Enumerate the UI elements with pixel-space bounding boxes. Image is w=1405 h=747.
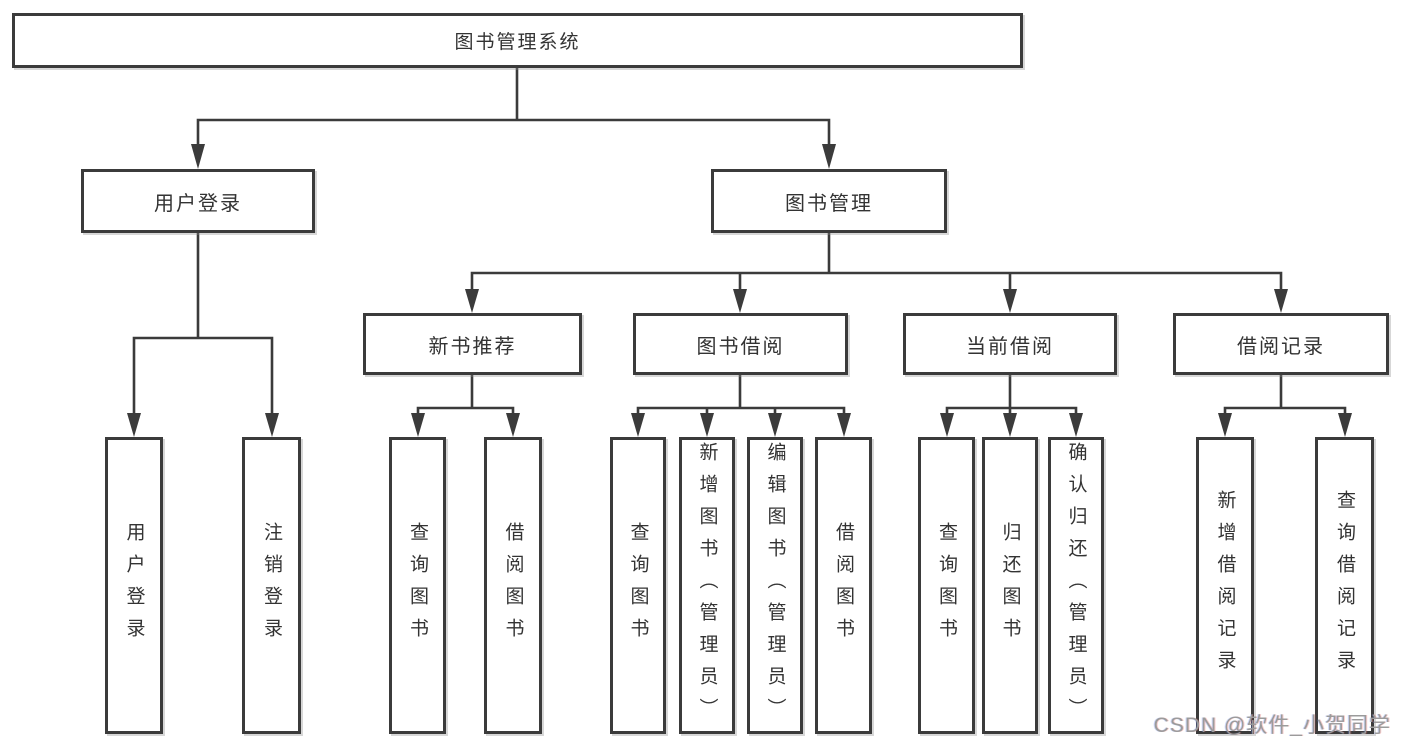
node-current-borrow: 当前借阅 — [903, 313, 1117, 375]
node-book-management: 图书管理 — [711, 169, 947, 233]
node-label: 编辑图书（管理员） — [764, 441, 786, 730]
leaf-return-books: 归还图书 — [982, 437, 1038, 734]
node-label: 图书管理系统 — [454, 32, 581, 53]
node-label: 借阅图书 — [833, 521, 854, 650]
node-label: 查询图书 — [627, 521, 649, 650]
node-new-book-recommend: 新书推荐 — [363, 313, 582, 375]
node-label: 当前借阅 — [966, 335, 1054, 358]
leaf-confirm-return-admin: 确认归还（管理员） — [1048, 437, 1104, 734]
leaf-query-borrow-record: 查询借阅记录 — [1315, 437, 1374, 734]
leaf-add-books-admin: 新增图书（管理员） — [679, 437, 735, 734]
leaf-user-login: 用户登录 — [105, 437, 163, 734]
leaf-borrow-books: 借阅图书 — [815, 437, 872, 734]
leaf-current-query-books: 查询图书 — [918, 437, 975, 734]
node-label: 查询图书 — [936, 521, 957, 650]
csdn-watermark: CSDN @软件_小贺同学 — [1153, 714, 1391, 737]
node-label: 图书管理 — [785, 192, 873, 215]
node-label: 借阅图书 — [502, 521, 524, 650]
leaf-edit-books-admin: 编辑图书（管理员） — [747, 437, 803, 734]
node-label: 归还图书 — [999, 521, 1021, 650]
node-label: 查询图书 — [407, 521, 428, 650]
node-label: 新增借阅记录 — [1214, 489, 1236, 682]
leaf-add-borrow-record: 新增借阅记录 — [1196, 437, 1254, 734]
node-user-login: 用户登录 — [81, 169, 315, 233]
node-label: 借阅记录 — [1237, 335, 1325, 358]
leaf-borrow-query-books: 查询图书 — [610, 437, 666, 734]
leaf-recommend-borrow-books: 借阅图书 — [484, 437, 542, 734]
node-label: 注销登录 — [261, 521, 282, 650]
node-label: 确认归还（管理员） — [1065, 441, 1087, 730]
node-label: 图书借阅 — [696, 335, 785, 358]
node-library-system: 图书管理系统 — [12, 13, 1023, 68]
node-label: 用户登录 — [154, 192, 242, 215]
node-label: 查询借阅记录 — [1334, 489, 1355, 682]
node-book-borrow: 图书借阅 — [633, 313, 848, 375]
node-label: 新书推荐 — [428, 335, 517, 358]
node-borrow-record: 借阅记录 — [1173, 313, 1389, 375]
leaf-recommend-query-books: 查询图书 — [389, 437, 446, 734]
leaf-logout: 注销登录 — [242, 437, 301, 734]
node-label: 用户登录 — [123, 521, 145, 650]
node-label: 新增图书（管理员） — [696, 441, 718, 730]
